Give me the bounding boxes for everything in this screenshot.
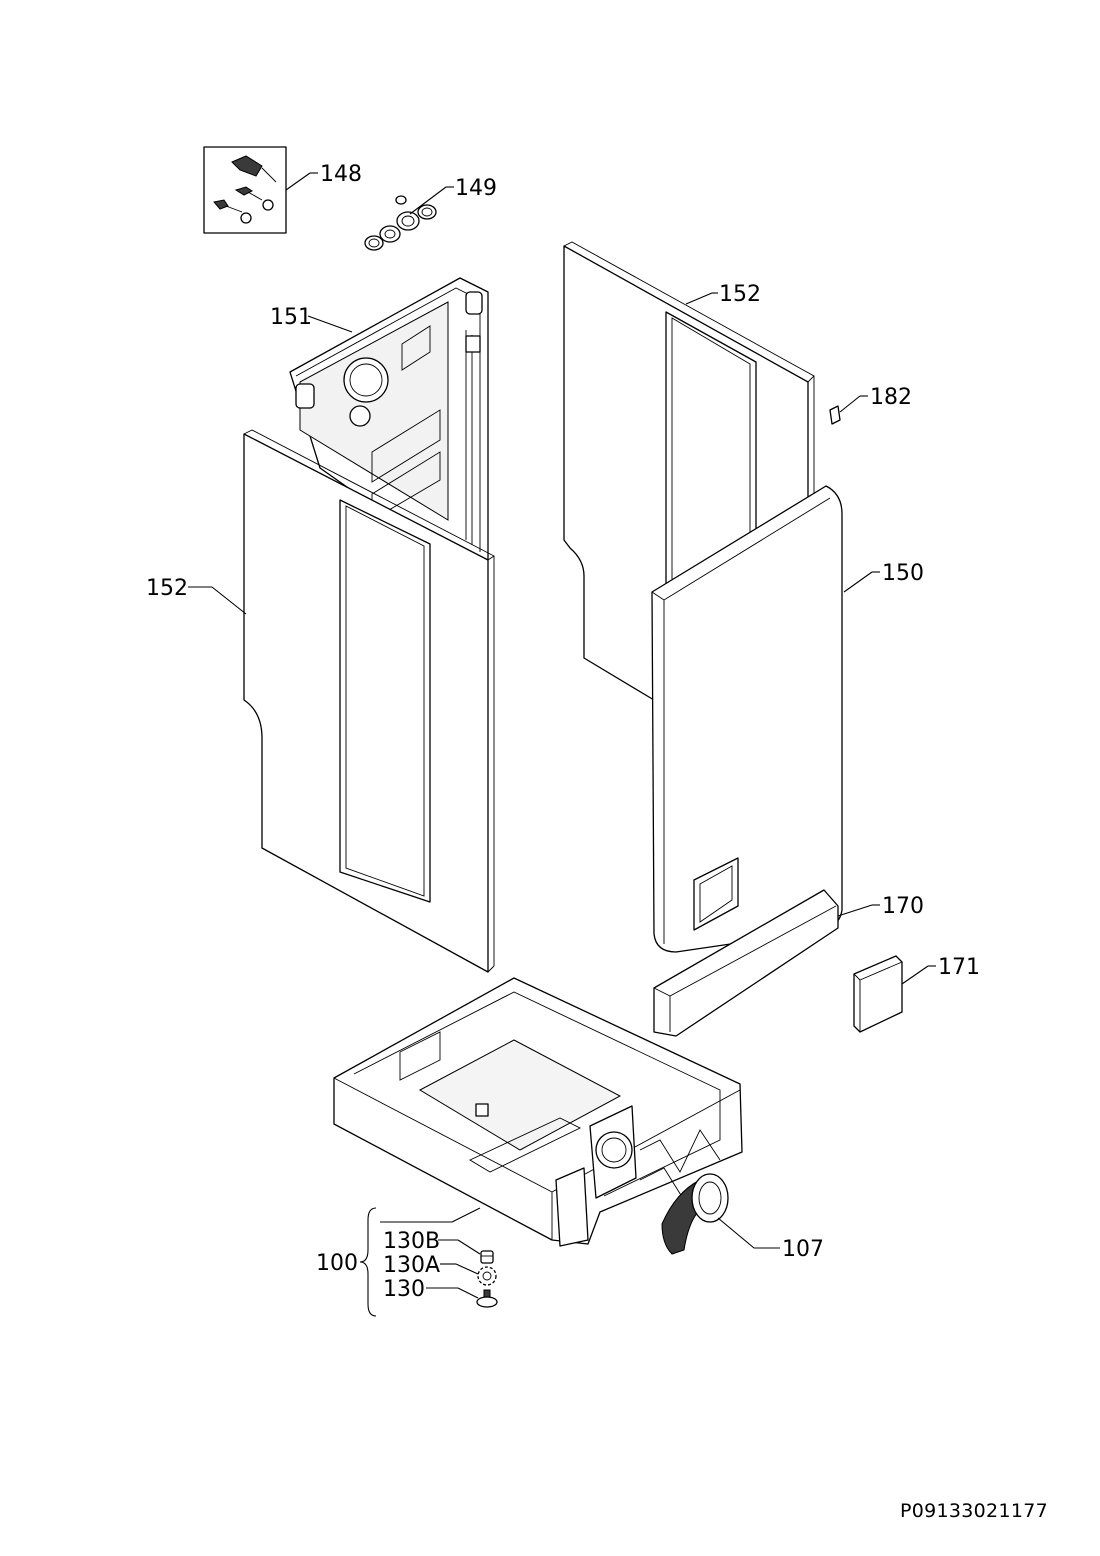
callout-170: 170 (882, 894, 924, 919)
part-152-left-side-panel[interactable] (243, 429, 495, 973)
callout-130: 130 (383, 1277, 425, 1302)
part-130a-lock-nut[interactable] (477, 1266, 497, 1286)
part-148-screw-kit[interactable] (203, 146, 287, 234)
part-182-clip[interactable] (829, 405, 841, 425)
callout-171: 171 (938, 955, 980, 980)
callout-151: 151 (270, 305, 312, 330)
callout-100: 100 (316, 1251, 358, 1276)
part-171-access-cover[interactable] (853, 955, 903, 1033)
part-100-base-frame[interactable] (333, 977, 743, 1247)
callout-149: 149 (455, 176, 497, 201)
part-130b-foot-cap[interactable] (480, 1250, 494, 1264)
callout-182: 182 (870, 385, 912, 410)
callout-150: 150 (882, 561, 924, 586)
callout-152-left: 152 (146, 576, 188, 601)
callout-152-top: 152 (719, 282, 761, 307)
part-170-kick-plate[interactable] (653, 889, 839, 1037)
part-107-duct-hose[interactable] (661, 1173, 729, 1255)
part-149-grommets[interactable] (364, 195, 437, 251)
callout-148: 148 (320, 162, 362, 187)
callout-130a: 130A (383, 1253, 440, 1278)
document-id: P09133021177 (899, 1500, 1048, 1522)
callout-130b: 130B (383, 1229, 440, 1254)
part-130-adjustable-foot[interactable] (476, 1289, 498, 1308)
callout-107: 107 (782, 1237, 824, 1262)
group-brace-100 (359, 1207, 377, 1317)
